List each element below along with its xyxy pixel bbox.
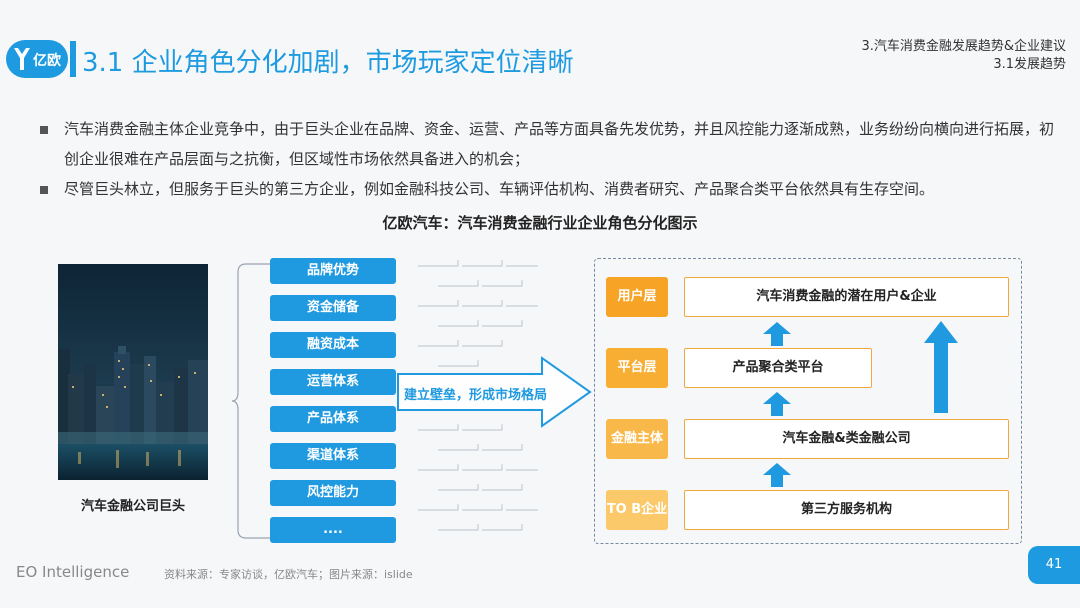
layer-to-b: TO B企业 [606,490,668,530]
bullet-item: 尽管巨头林立，但服务于巨头的第三方企业，例如金融科技公司、车辆评估机构、消费者研… [36,174,1056,204]
arrow-label: 建立壁垒，形成市场格局 [404,384,547,403]
advantage-pill: 资金储备 [270,295,396,321]
chapter-line: 3.汽车消费金融发展趋势&企业建议 [861,38,1066,56]
title-accent-bar [70,41,76,77]
box-auto-finance-companies: 汽车金融&类金融公司 [684,419,1009,459]
advantage-pill: 运营体系 [270,369,396,395]
box-aggregation-platform: 产品聚合类平台 [684,348,872,388]
city-skyline-photo [58,264,208,480]
advantage-pill: 品牌优势 [270,258,396,284]
bullet-item: 汽车消费金融主体企业竞争中，由于巨头企业在品牌、资金、运营、产品等方面具备先发优… [36,114,1056,174]
advantage-pill: .... [270,517,396,543]
box-third-party-services: 第三方服务机构 [684,490,1009,530]
section-line: 3.1发展趋势 [861,56,1066,74]
advantage-pill: 融资成本 [270,332,396,358]
svg-text:亿欧: 亿欧 [33,52,61,69]
photo-caption: 汽车金融公司巨头 [58,495,208,514]
up-arrow-icon [763,463,791,491]
page-title: 3.1 企业角色分化加剧，市场玩家定位清晰 [82,42,574,79]
chapter-breadcrumb: 3.汽车消费金融发展趋势&企业建议 3.1发展趋势 [861,38,1066,74]
layer-finance-entity: 金融主体 [606,419,668,459]
up-arrow-icon [763,322,791,350]
figure-title: 亿欧汽车：汽车消费金融行业企业角色分化图示 [0,212,1080,233]
tall-up-arrow-icon [924,321,958,417]
layer-user: 用户层 [606,277,668,317]
advantage-pill: 产品体系 [270,406,396,432]
advantage-pill: 风控能力 [270,480,396,506]
up-arrow-icon [763,392,791,420]
layer-platform: 平台层 [606,348,668,388]
advantage-pill: 渠道体系 [270,443,396,469]
brace-connector [232,262,272,540]
footer-brand: EO Intelligence [16,563,129,581]
yiou-logo: 亿欧 [6,40,68,78]
page-number: 41 [1028,546,1080,584]
bullet-list: 汽车消费金融主体企业竞争中，由于巨头企业在品牌、资金、运营、产品等方面具备先发优… [36,114,1056,204]
footer-source: 资料来源：专家访谈，亿欧汽车；图片来源：islide [164,566,413,582]
box-potential-users: 汽车消费金融的潜在用户&企业 [684,277,1009,317]
